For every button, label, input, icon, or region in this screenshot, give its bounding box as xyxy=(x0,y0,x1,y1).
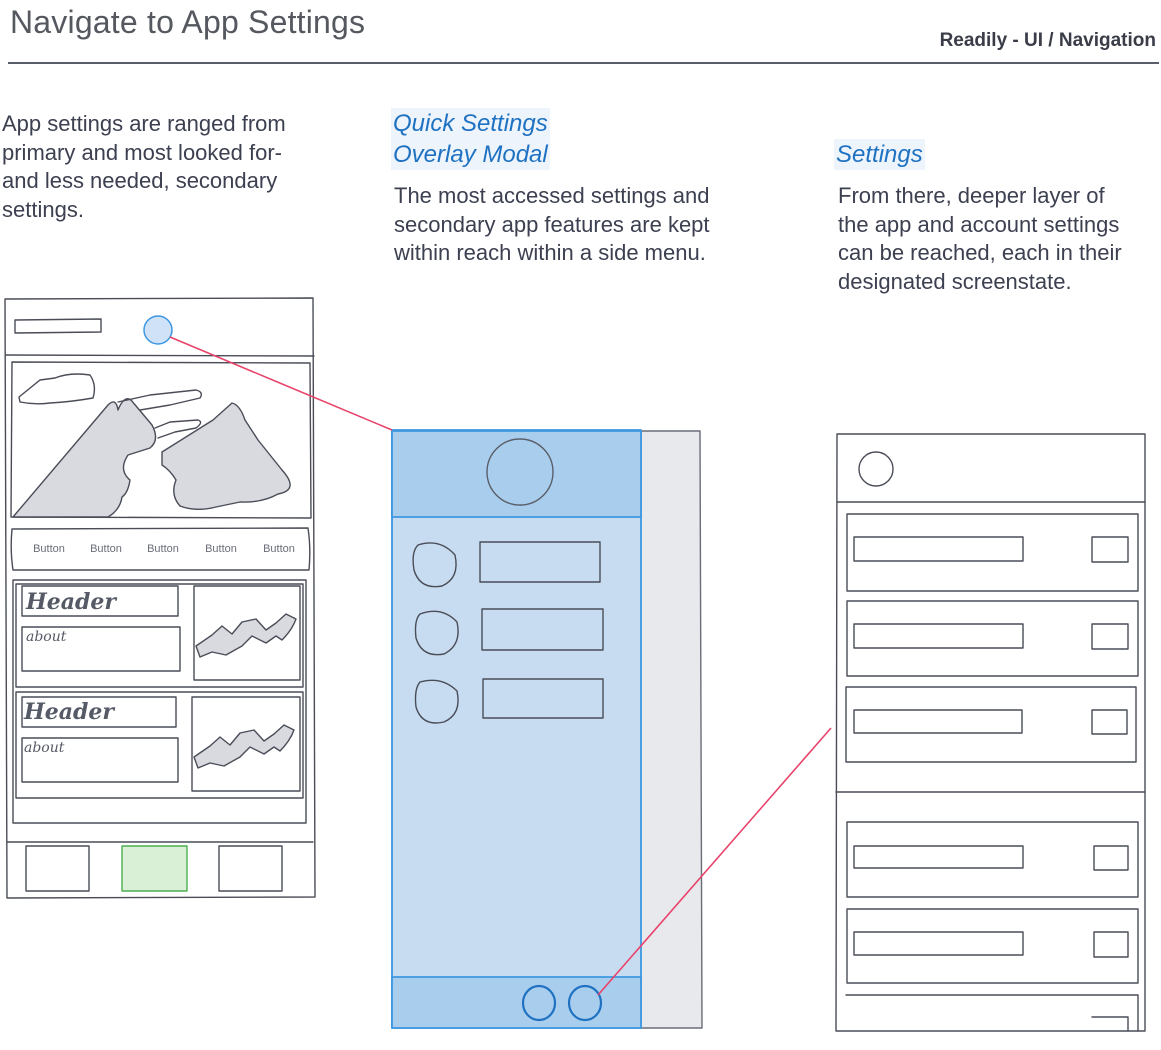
menu-item-icon xyxy=(412,542,457,588)
settings-gear-icon xyxy=(567,984,603,1022)
connector-line xyxy=(597,727,832,996)
footer-icon xyxy=(521,984,557,1022)
tab-button-label: Button xyxy=(263,543,295,555)
card-header-box xyxy=(21,696,177,728)
breadcrumb: Readily - UI / Navigation xyxy=(939,30,1156,51)
connector-line xyxy=(169,336,393,431)
tab-button-label: Button xyxy=(33,543,65,555)
settings-screen-wireframe xyxy=(835,433,1146,1032)
menu-item-label xyxy=(481,608,604,651)
settings-row xyxy=(845,686,1137,763)
avatar-icon xyxy=(143,315,173,345)
menu-item-icon xyxy=(414,610,459,656)
search-bar xyxy=(14,318,102,334)
card-about-box xyxy=(21,737,179,783)
settings-row xyxy=(846,908,1139,984)
hero-image xyxy=(10,361,312,519)
card-header-box xyxy=(21,585,179,617)
bottom-nav-tab xyxy=(25,845,90,892)
title-divider xyxy=(8,62,1159,64)
card-image xyxy=(191,696,301,792)
quick-settings-description: The most accessed settings and secondary… xyxy=(394,183,710,265)
card-image xyxy=(193,585,301,681)
tab-buttons-row xyxy=(10,527,311,571)
menu-item-icon xyxy=(414,679,459,724)
tab-button-label: Button xyxy=(205,543,237,555)
card-about-label: about xyxy=(24,740,65,756)
menu-item-label xyxy=(479,541,601,583)
bottom-nav-tab xyxy=(218,845,283,892)
settings-description: From there, deeper layer of the app and … xyxy=(838,183,1122,294)
intro-text: App settings are ranged from primary and… xyxy=(2,111,286,222)
quick-settings-heading-line2: Overlay Modal xyxy=(393,141,548,168)
profile-avatar-icon xyxy=(486,438,554,506)
page-title: Navigate to App Settings xyxy=(10,4,366,40)
quick-settings-heading-line1: Quick Settings xyxy=(393,110,548,137)
home-screen-wireframe xyxy=(4,297,316,899)
settings-row xyxy=(846,821,1139,898)
settings-row xyxy=(846,513,1139,592)
tab-button-label: Button xyxy=(90,543,122,555)
tab-button-label: Button xyxy=(147,543,179,555)
back-avatar-icon xyxy=(858,451,894,487)
card-header-label: Header xyxy=(25,589,117,615)
menu-item-label xyxy=(482,678,604,719)
quick-settings-overlay xyxy=(391,429,703,1029)
bottom-nav-tab-selected xyxy=(121,845,188,892)
settings-heading: Settings xyxy=(834,139,925,170)
quick-settings-heading: Quick Settings Overlay Modal xyxy=(391,108,550,170)
card-header-label: Header xyxy=(23,699,115,725)
settings-row xyxy=(846,600,1139,677)
card-about-box xyxy=(21,626,181,672)
card-about-label: about xyxy=(26,629,67,645)
